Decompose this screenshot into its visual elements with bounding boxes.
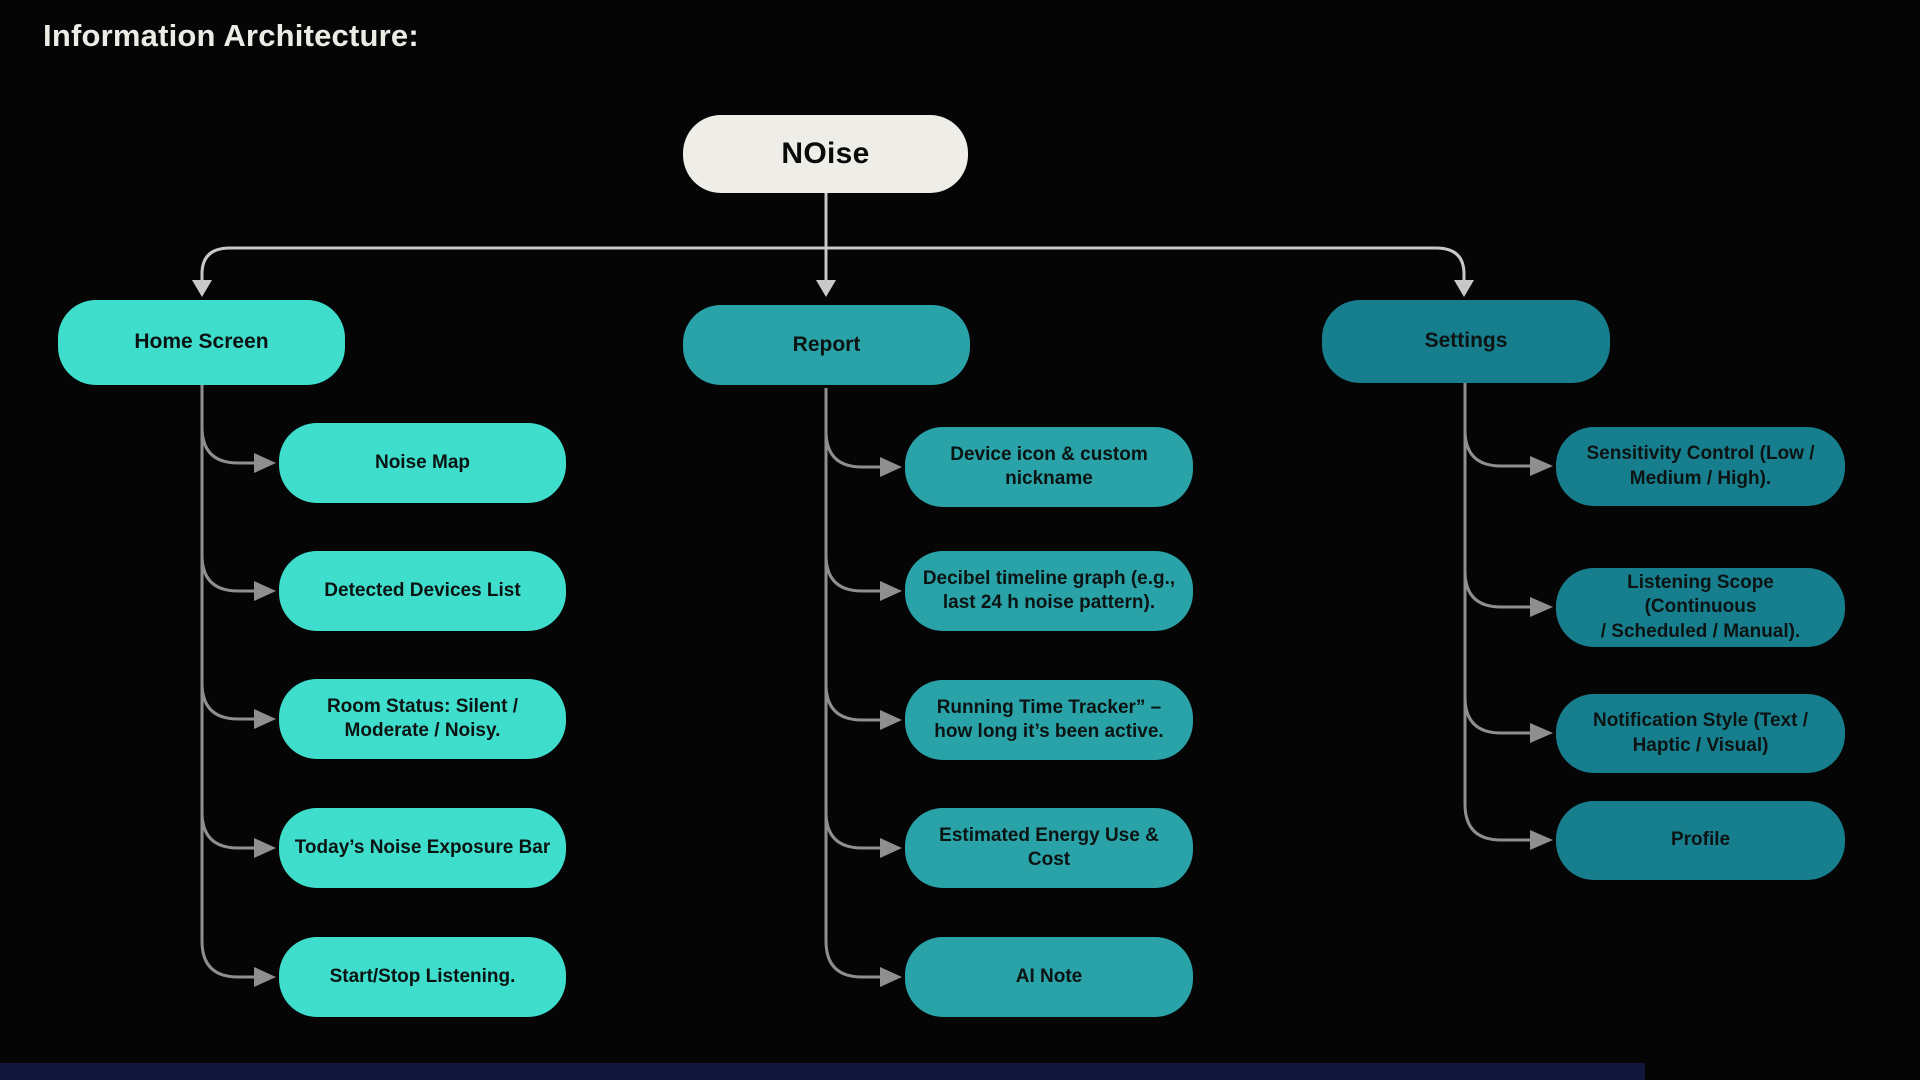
arrow-down-home-icon [192, 280, 212, 297]
node-start-stop-listening[interactable]: Start/Stop Listening. [279, 937, 566, 1017]
page-title: Information Architecture: [43, 18, 419, 53]
root-branch-lines [200, 193, 1466, 282]
node-profile[interactable]: Profile [1556, 801, 1845, 880]
node-running-time-tracker[interactable]: Running Time Tracker” – how long it’s be… [905, 680, 1193, 760]
arrow-right-icon [254, 967, 276, 987]
node-settings[interactable]: Settings [1322, 300, 1610, 383]
arrow-right-icon [880, 838, 902, 858]
arrow-right-icon [1530, 456, 1553, 476]
arrow-right-icon [254, 581, 276, 601]
child-branch-arrowheads [254, 453, 1553, 987]
connector-root-split [200, 246, 1466, 282]
arrow-right-icon [880, 581, 902, 601]
arrow-right-icon [880, 457, 902, 477]
node-root-noise[interactable]: NOise [683, 115, 968, 193]
arrow-right-icon [880, 710, 902, 730]
node-noise-exposure-bar[interactable]: Today’s Noise Exposure Bar [279, 808, 566, 888]
root-branch-arrowheads [192, 280, 1474, 297]
arrow-right-icon [1530, 723, 1553, 743]
node-ai-note[interactable]: AI Note [905, 937, 1193, 1017]
node-listening-scope[interactable]: Listening Scope (Continuous / Scheduled … [1556, 568, 1845, 647]
arrow-right-icon [254, 838, 276, 858]
arrow-down-settings-icon [1454, 280, 1474, 297]
node-detected-devices-list[interactable]: Detected Devices List [279, 551, 566, 631]
node-notification-style[interactable]: Notification Style (Text / Haptic / Visu… [1556, 694, 1845, 773]
bottom-window-edge [0, 1063, 1645, 1080]
arrow-right-icon [254, 453, 276, 473]
arrow-down-report-icon [816, 280, 836, 297]
node-room-status[interactable]: Room Status: Silent / Moderate / Noisy. [279, 679, 566, 759]
node-sensitivity-control[interactable]: Sensitivity Control (Low / Medium / High… [1556, 427, 1845, 506]
child-branch-lines [200, 383, 1530, 979]
arrow-right-icon [1530, 597, 1553, 617]
node-decibel-timeline-graph[interactable]: Decibel timeline graph (e.g., last 24 h … [905, 551, 1193, 631]
node-device-icon-nickname[interactable]: Device icon & custom nickname [905, 427, 1193, 507]
node-home-screen[interactable]: Home Screen [58, 300, 345, 385]
arrow-right-icon [1530, 830, 1553, 850]
node-noise-map[interactable]: Noise Map [279, 423, 566, 503]
arrow-right-icon [254, 709, 276, 729]
node-report[interactable]: Report [683, 305, 970, 385]
node-estimated-energy[interactable]: Estimated Energy Use & Cost [905, 808, 1193, 888]
arrow-right-icon [880, 967, 902, 987]
